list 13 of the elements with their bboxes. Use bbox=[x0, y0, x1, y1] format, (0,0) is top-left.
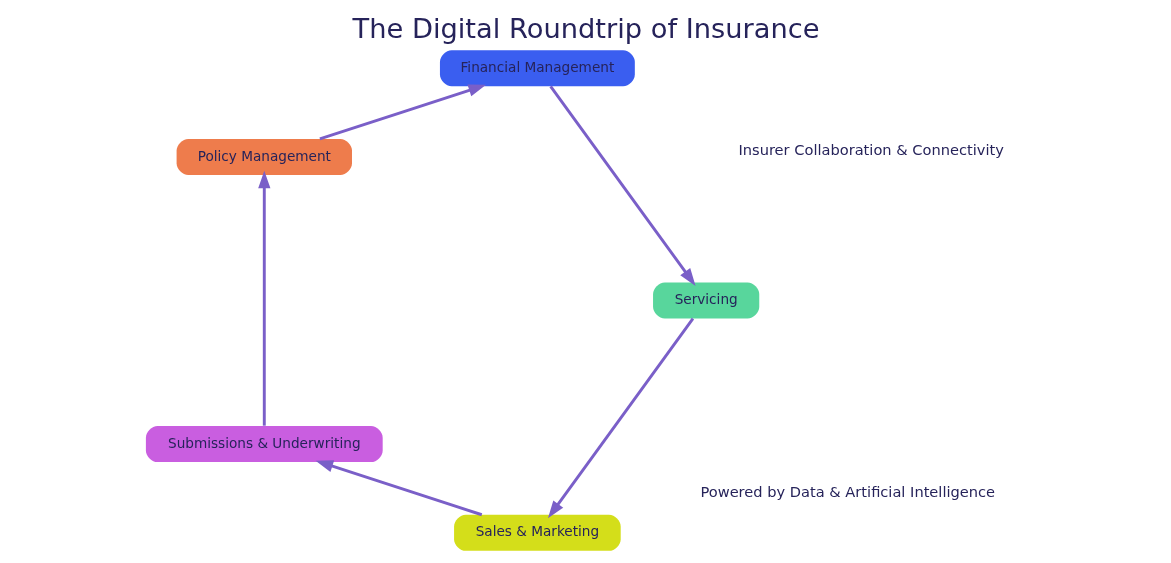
arrow bbox=[257, 170, 270, 426]
arrow bbox=[548, 85, 696, 286]
diagram-title: The Digital Roundtrip of Insurance bbox=[352, 12, 819, 44]
arrow bbox=[315, 460, 482, 517]
arrow bbox=[547, 317, 694, 519]
node-box: Sales & Marketing bbox=[453, 514, 621, 551]
arrow bbox=[318, 84, 486, 141]
node-box: Policy Management bbox=[176, 138, 352, 175]
node-box: Servicing bbox=[652, 282, 759, 319]
node-box: Submissions & Underwriting bbox=[145, 426, 383, 463]
node-box: Financial Management bbox=[439, 50, 635, 87]
label: Insurer Collaboration & Connectivity bbox=[737, 140, 1004, 158]
caption: Powered by Data & Artificial Intelligence bbox=[699, 482, 995, 500]
